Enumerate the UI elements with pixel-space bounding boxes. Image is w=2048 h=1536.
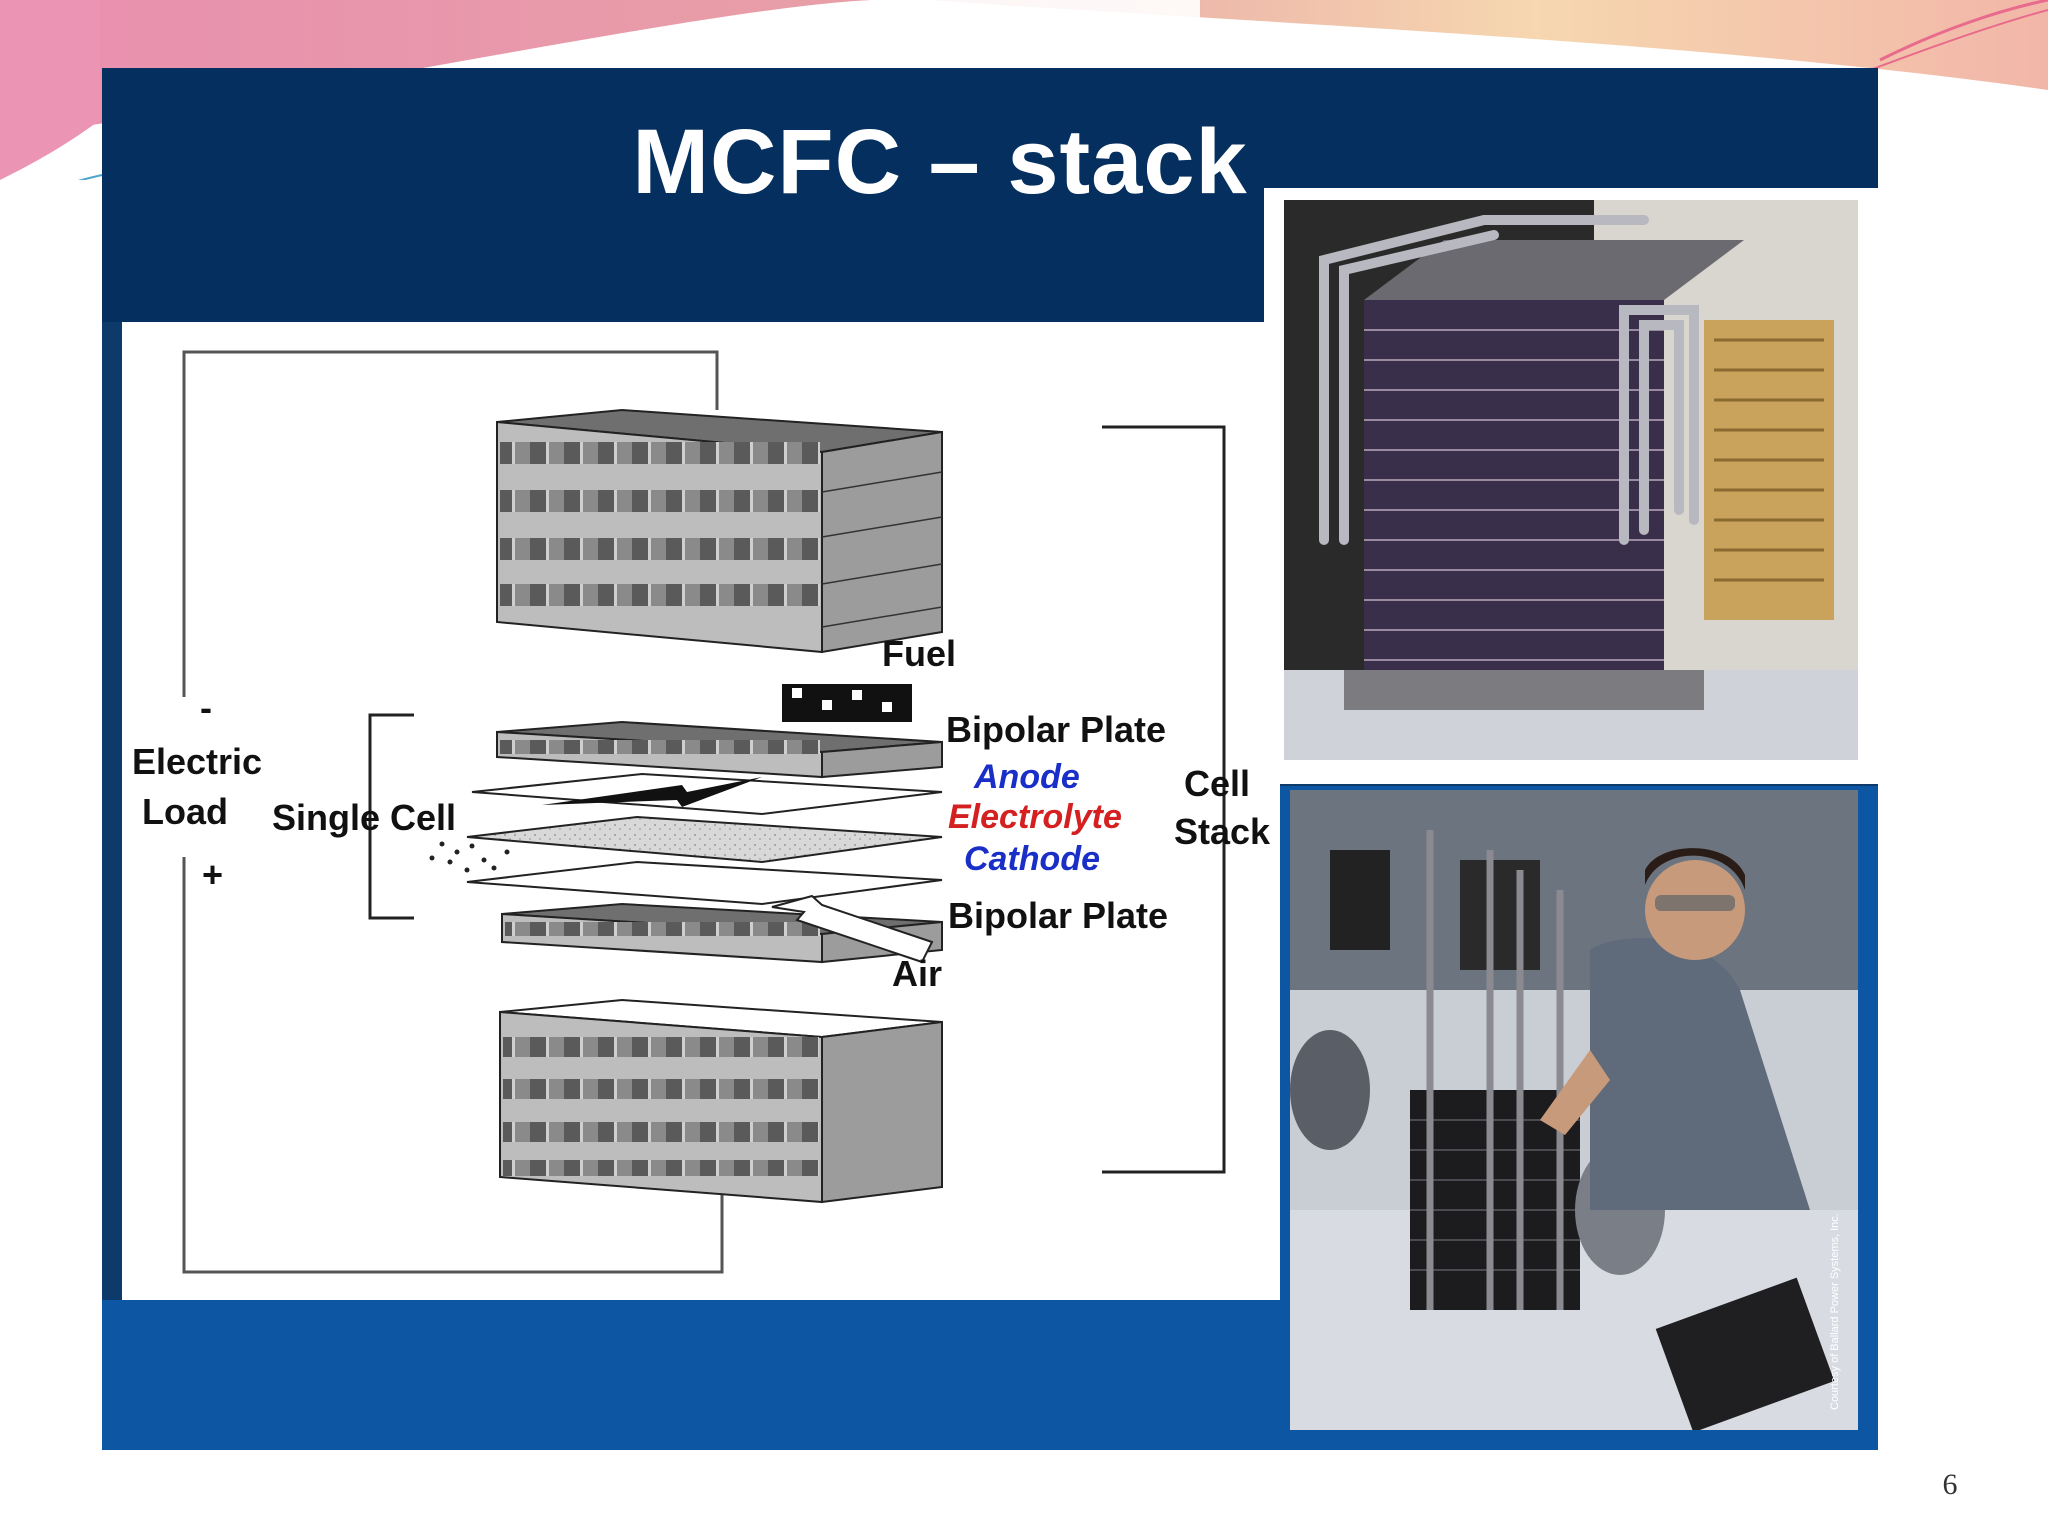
cathode-label: Cathode	[964, 840, 1100, 878]
electrolyte-label: Electrolyte	[948, 798, 1122, 836]
air-arrow	[771, 894, 934, 964]
stack-label: Stack	[1174, 811, 1271, 852]
load-label: Load	[142, 791, 228, 832]
bottom-stack-block	[499, 998, 943, 1204]
electrolyte-layer	[466, 815, 943, 864]
mcfc-stack-photo	[1284, 200, 1858, 760]
cell-label: Cell	[1184, 763, 1250, 804]
anode-label: Anode	[973, 758, 1080, 796]
bipolar-plate-bottom-label: Bipolar Plate	[948, 895, 1168, 936]
minus-sign-label: -	[200, 687, 212, 728]
bipolar-plate-top-label: Bipolar Plate	[946, 709, 1166, 750]
technician-assembling-stack-photo: Courtesy of Ballard Power Systems, Inc.	[1290, 790, 1858, 1430]
stack-diagram: - Electric Load + Single Cell Fuel Bipol…	[122, 322, 1280, 1300]
background-swoosh	[0, 0, 2048, 180]
air-label: Air	[892, 953, 942, 994]
photo-credit: Courtesy of Ballard Power Systems, Inc.	[1829, 1213, 1841, 1410]
cathode-layer	[466, 860, 943, 906]
single-cell-bracket	[368, 713, 414, 920]
ion-dots	[429, 841, 510, 873]
electric-label: Electric	[132, 741, 262, 782]
top-stack-block	[496, 408, 943, 654]
fuel-arrow	[542, 777, 762, 807]
slide-title: MCFC – stack	[632, 111, 1248, 213]
cell-stack-bracket	[1102, 425, 1226, 1174]
single-cell-label: Single Cell	[272, 797, 456, 838]
page-number: 6	[1942, 1468, 1958, 1501]
bipolar-plate-top	[496, 684, 943, 779]
plus-sign-label: +	[202, 854, 223, 895]
fuel-label: Fuel	[882, 633, 956, 674]
